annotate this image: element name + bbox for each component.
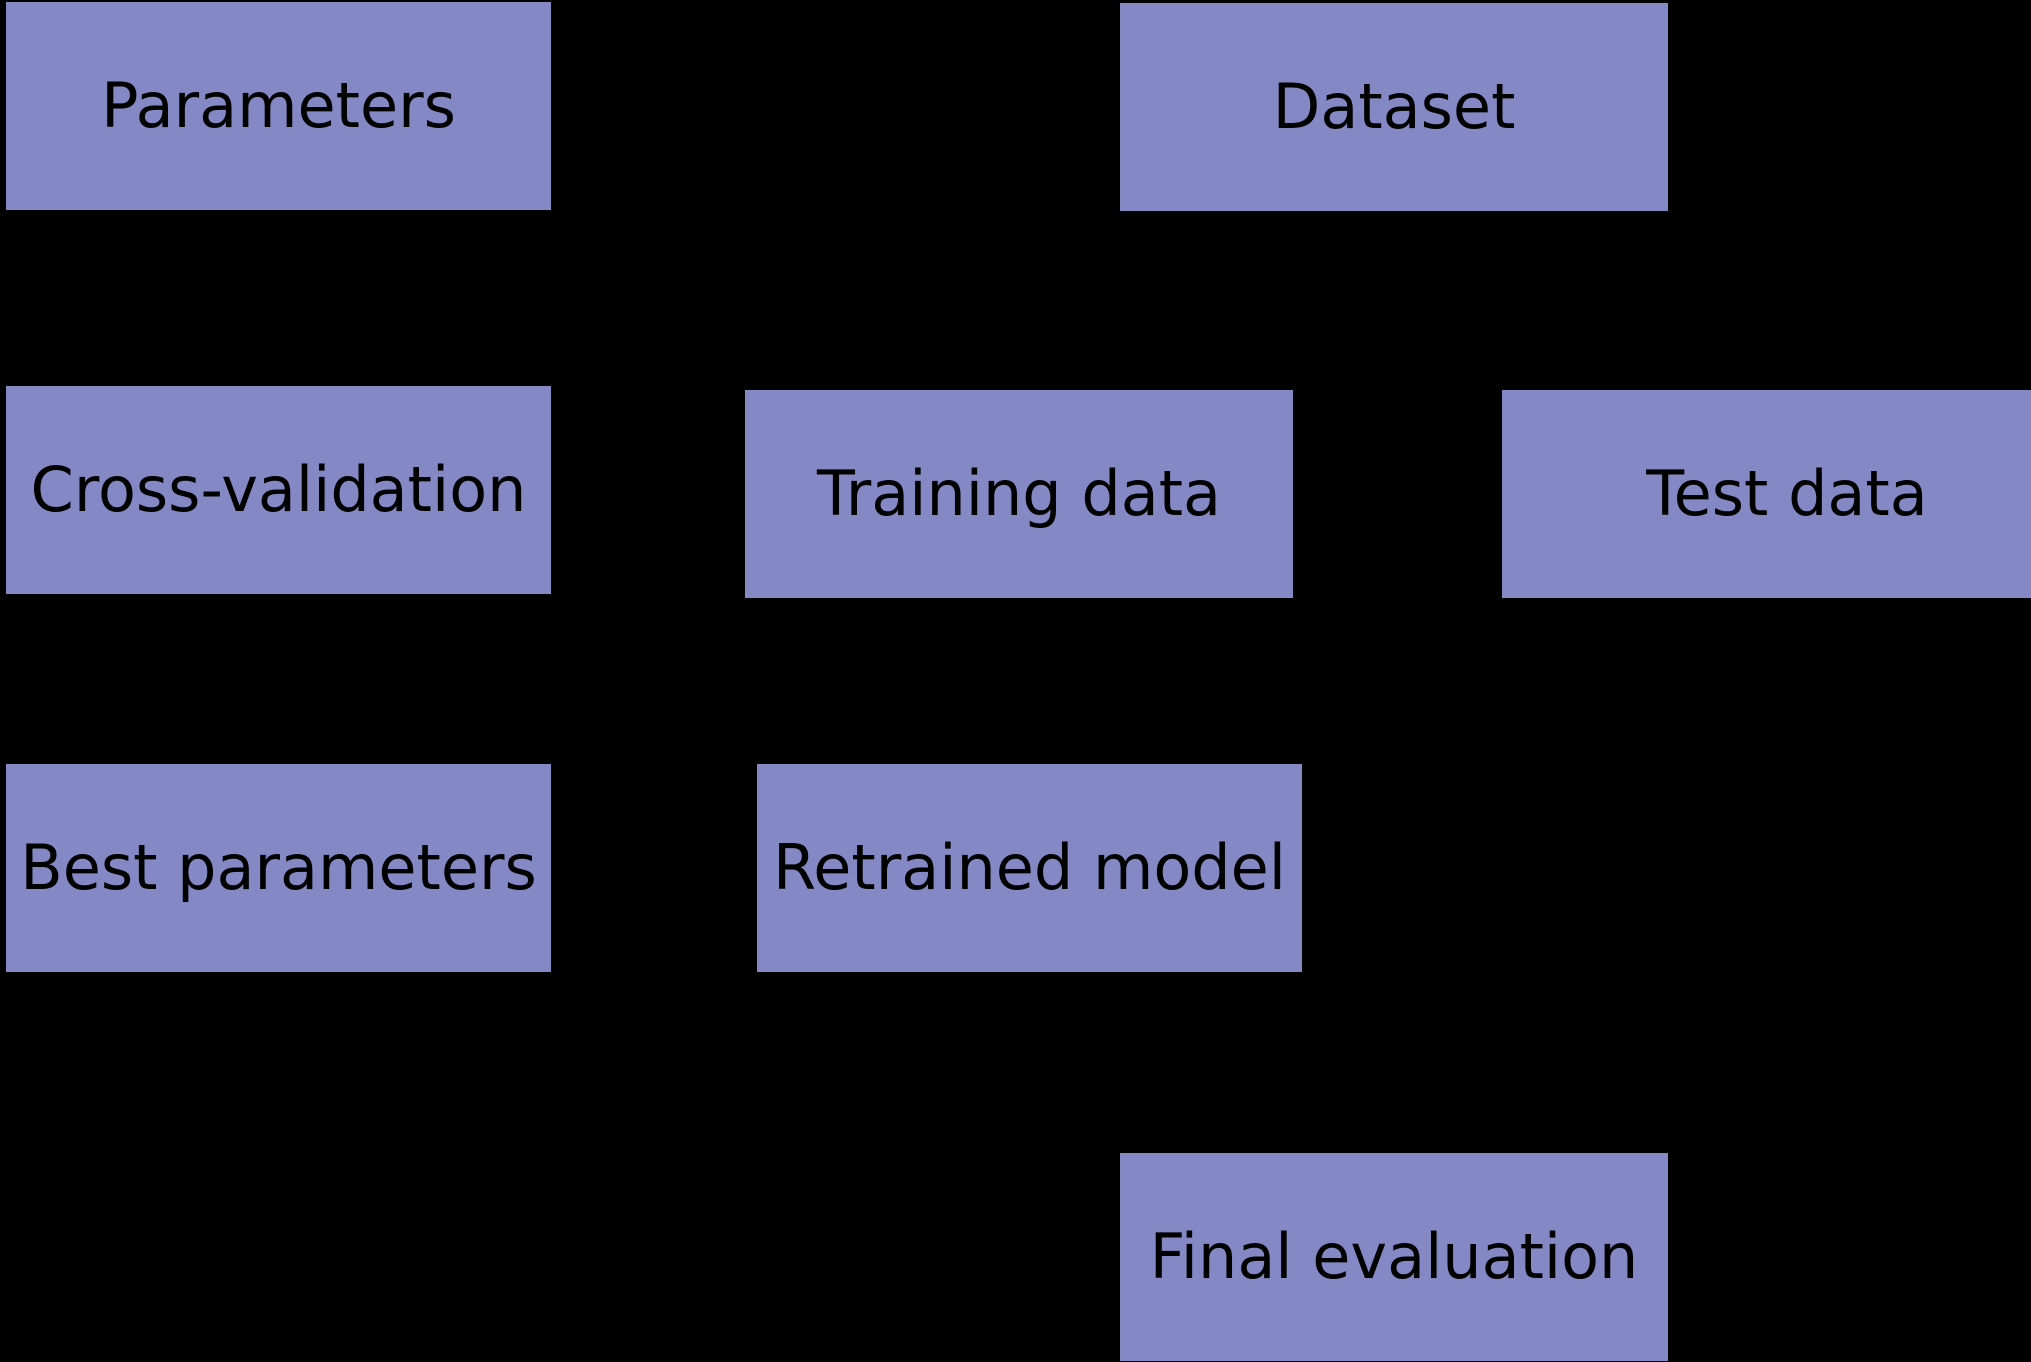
node-retrained-model[interactable]: Retrained model bbox=[757, 764, 1302, 972]
node-label: Test data bbox=[1646, 457, 1928, 530]
node-final-evaluation[interactable]: Final evaluation bbox=[1120, 1153, 1668, 1361]
node-label: Dataset bbox=[1272, 70, 1516, 143]
node-label: Cross-validation bbox=[30, 453, 527, 526]
node-label: Final evaluation bbox=[1149, 1220, 1639, 1293]
node-label: Retrained model bbox=[772, 831, 1286, 904]
node-label: Best parameters bbox=[20, 831, 537, 904]
node-cross-validation[interactable]: Cross-validation bbox=[6, 386, 551, 594]
node-best-parameters[interactable]: Best parameters bbox=[6, 764, 551, 972]
node-label: Training data bbox=[817, 457, 1221, 530]
node-test-data[interactable]: Test data bbox=[1502, 390, 2031, 598]
node-training-data[interactable]: Training data bbox=[745, 390, 1293, 598]
node-label: Parameters bbox=[101, 69, 456, 142]
node-parameters[interactable]: Parameters bbox=[6, 2, 551, 210]
node-dataset[interactable]: Dataset bbox=[1120, 3, 1668, 211]
